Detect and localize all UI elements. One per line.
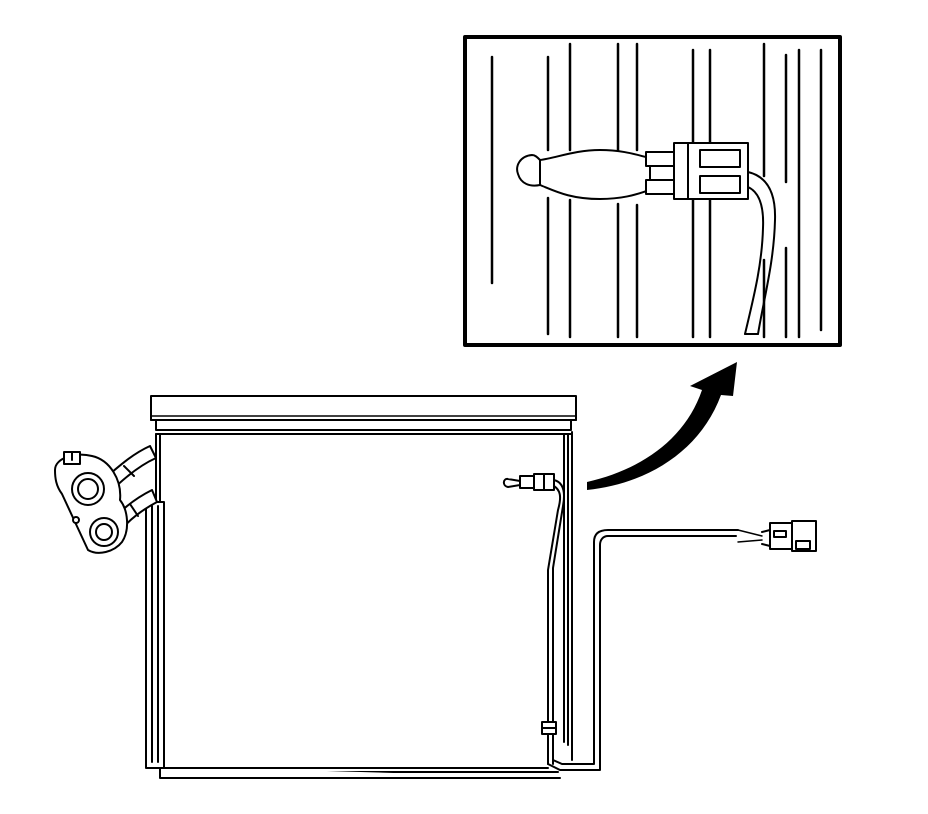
detail-inset	[463, 35, 842, 347]
inset-fin-lines	[490, 42, 823, 339]
valve-block-icon	[54, 445, 158, 554]
electrical-connector-icon	[761, 520, 817, 552]
sensor-wire	[744, 171, 777, 335]
curved-arrow-icon	[587, 362, 737, 490]
sensor-harness	[541, 479, 763, 771]
evaporator-core-icon	[145, 395, 577, 779]
electrical-connector-icon	[645, 142, 749, 200]
sensor-probe-icon	[516, 149, 651, 200]
temperature-sensor	[502, 473, 555, 491]
